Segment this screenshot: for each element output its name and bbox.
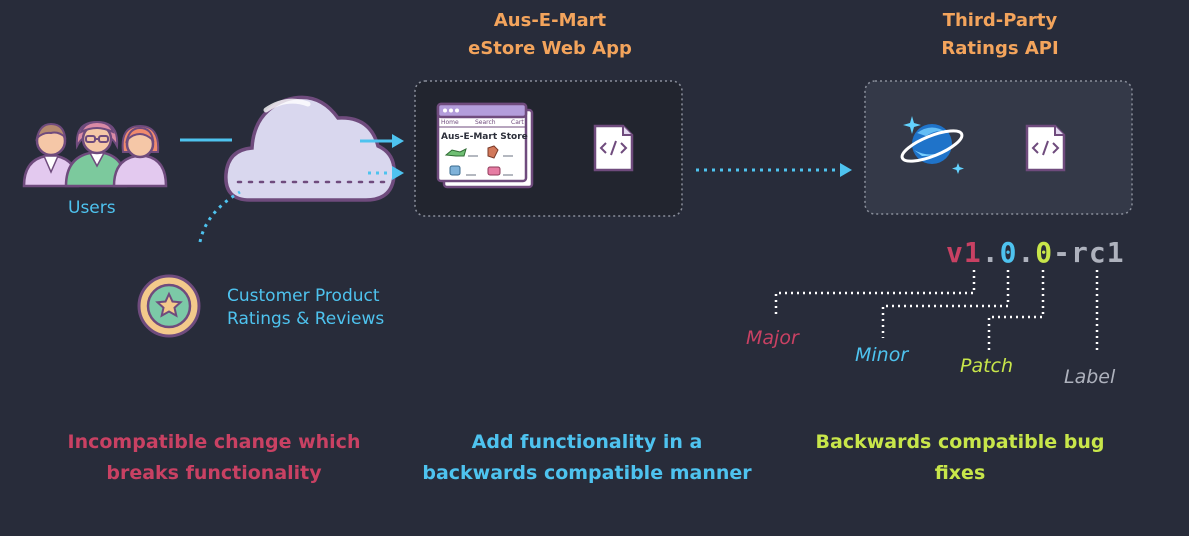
store-products-grid xyxy=(444,145,513,176)
arrowhead xyxy=(392,134,404,148)
browser-nav-cart: Cart xyxy=(511,119,524,126)
footer-minor-line2: backwards compatible manner xyxy=(422,462,752,484)
patch-connector xyxy=(987,270,1045,350)
browser-window-icon xyxy=(436,102,534,189)
version-patch: 0 xyxy=(1035,236,1054,269)
arrowhead xyxy=(392,166,404,180)
browser-nav-home: Home xyxy=(441,119,459,126)
minor-connector xyxy=(881,270,1010,338)
user-middle-icon xyxy=(64,120,128,188)
cosmos-db-icon xyxy=(900,116,964,174)
code-file-icon xyxy=(593,124,634,172)
user-right-icon xyxy=(112,124,168,188)
user-left-icon xyxy=(22,122,80,188)
version-major: 1 xyxy=(963,236,982,269)
version-string: v1.0.0-rc1 xyxy=(946,236,1125,269)
browser-store-title: Aus-E-Mart Store xyxy=(441,132,528,142)
footer-major-line2: breaks functionality xyxy=(106,462,322,484)
footer-major-line1: Incompatible change which xyxy=(67,431,361,453)
api-title-line2: Ratings API xyxy=(941,38,1059,59)
segment-label-label: Label xyxy=(1064,366,1116,388)
users-label: Users xyxy=(68,198,116,218)
internet-cloud-icon xyxy=(224,95,396,202)
browser-nav-search: Search xyxy=(475,119,496,126)
arrowhead xyxy=(840,163,852,177)
version-label: -rc1 xyxy=(1053,236,1125,269)
reviews-to-cloud-dotted xyxy=(198,190,241,243)
version-minor: 0 xyxy=(999,236,1018,269)
code-file-icon xyxy=(1025,124,1066,172)
star-rating-icon xyxy=(137,274,201,338)
version-dot: . xyxy=(1017,236,1036,269)
footer-patch-line1: Backwards compatible bug xyxy=(815,431,1105,453)
users-icon xyxy=(22,120,168,188)
reviews-label-line1: Customer Product xyxy=(227,286,380,306)
segment-minor-label: Minor xyxy=(855,344,909,366)
segment-patch-label: Patch xyxy=(960,355,1014,377)
version-dot: . xyxy=(981,236,1000,269)
version-connectors xyxy=(774,270,1099,352)
webapp-title-line2: eStore Web App xyxy=(468,38,632,59)
webapp-title-line1: Aus-E-Mart xyxy=(493,10,607,31)
segment-major-label: Major xyxy=(746,327,799,349)
reviews-label-line2: Ratings & Reviews xyxy=(227,309,385,329)
footer-minor-line1: Add functionality in a xyxy=(471,431,703,453)
version-prefix: v xyxy=(946,236,964,269)
footer-patch-line2: fixes xyxy=(934,462,986,484)
api-box xyxy=(864,80,1133,215)
major-connector xyxy=(774,270,976,318)
api-title-line1: Third-Party xyxy=(942,10,1058,31)
